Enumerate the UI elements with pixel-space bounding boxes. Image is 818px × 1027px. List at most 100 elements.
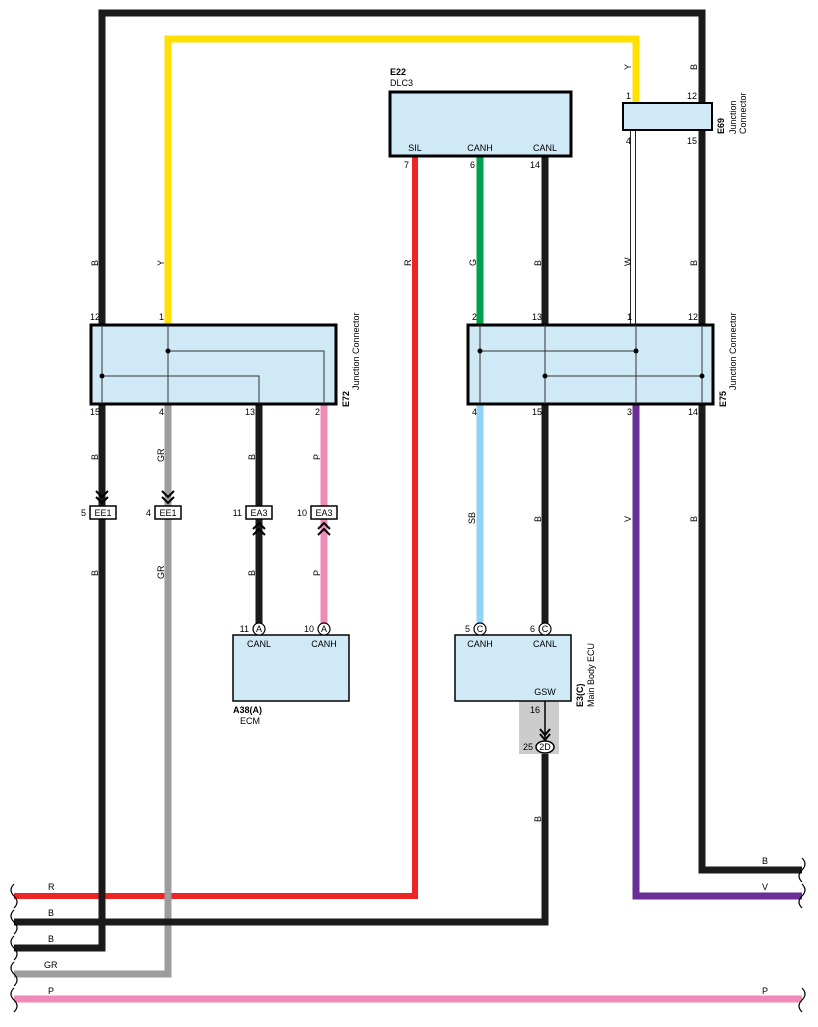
inline-connector-ee1-5: EE1 5 <box>81 490 117 520</box>
bus-label: GR <box>44 960 58 970</box>
wire-label: G <box>468 259 478 266</box>
inline-connector-ea3-10: EA3 10 <box>297 505 338 536</box>
wire-y-top <box>164 35 640 325</box>
e75-pin-1: 1 <box>627 312 632 322</box>
wire-b-e72-15 <box>14 404 106 952</box>
e72-pin-13: 13 <box>245 407 255 417</box>
e69-name-2: Connector <box>738 92 748 134</box>
e69-pin-12: 12 <box>687 91 697 101</box>
ecu-pin-16: 16 <box>530 705 540 715</box>
ecu-name: Main Body ECU <box>586 643 596 707</box>
bus-label: P <box>48 986 54 996</box>
bus-label: V <box>762 882 768 892</box>
junction-pin-25: 25 <box>523 742 533 752</box>
e75-code: E75 <box>718 391 728 407</box>
inline-pin: 4 <box>146 508 151 518</box>
ecm-pin-10: 10 <box>304 624 314 634</box>
wire-label: B <box>247 570 257 576</box>
wire-label: SB <box>467 512 477 524</box>
left-bus-edge: R B B GR P <box>10 882 58 1013</box>
wire-label: B <box>247 454 257 460</box>
wire-label: B <box>90 260 100 266</box>
wire-b-e75-14 <box>698 404 802 874</box>
dlc3-pin-6: 6 <box>470 160 475 170</box>
e72-pin-1: 1 <box>159 312 164 322</box>
e69-connector: 1 12 4 15 E69 Junction Connector <box>622 91 748 146</box>
wire-gr-e72-4 <box>14 404 172 978</box>
wire-label: Y <box>156 260 166 266</box>
e75-pin-14: 14 <box>688 407 698 417</box>
wire-v-e75-3 <box>632 404 802 900</box>
wire-label: B <box>533 260 543 266</box>
e72-pin-2: 2 <box>315 407 320 417</box>
dlc3-connector: E22 DLC3 SIL CANH CANL 7 6 14 <box>388 67 573 170</box>
inline-code: EA3 <box>315 508 332 518</box>
main-body-ecu-component: C 5 C 6 CANH CANL GSW 16 2D 25 E3(C) Mai… <box>454 622 596 754</box>
e75-pin-12: 12 <box>688 312 698 322</box>
e69-pin-1: 1 <box>626 91 631 101</box>
e75-pin-3: 3 <box>627 407 632 417</box>
dlc3-code: E22 <box>390 67 406 77</box>
ecu-conn-c: C <box>477 624 484 634</box>
ecm-name: ECM <box>240 716 260 726</box>
ecu-pin-5: 5 <box>465 624 470 634</box>
e69-pin-15: 15 <box>687 136 697 146</box>
wire-label: B <box>533 816 543 822</box>
wire-label: R <box>403 259 413 266</box>
inline-code: EA3 <box>250 508 267 518</box>
ecm-component: A 11 A 10 CANL CANH A38(A) ECM <box>232 622 350 726</box>
wire-label: B <box>90 570 100 576</box>
dlc3-name: DLC3 <box>390 78 413 88</box>
inline-pin: 11 <box>233 508 242 518</box>
inline-pin: 10 <box>297 508 307 518</box>
ecm-canh-label: CANH <box>311 639 337 649</box>
wire-labels-middle: B GR B P SB B V B B GR B P B <box>90 448 699 822</box>
bus-label: B <box>762 856 768 866</box>
e69-name-1: Junction <box>728 100 738 134</box>
wire-label: V <box>623 516 633 522</box>
dlc3-pin-14: 14 <box>530 160 540 170</box>
wire-label: B <box>689 260 699 266</box>
e69-pin-4: 4 <box>626 136 631 146</box>
bus-label: R <box>48 882 55 892</box>
e75-pin-4: 4 <box>472 407 477 417</box>
wire-label: Y <box>623 64 633 70</box>
e72-connector: 12 1 15 4 13 2 E72 Junction Connector <box>89 312 361 417</box>
ecu-pin-6: 6 <box>530 624 535 634</box>
ecm-canl-label: CANL <box>247 639 271 649</box>
wire-label: P <box>312 570 322 576</box>
e75-pin-2: 2 <box>472 312 477 322</box>
wire-b-gsw <box>14 754 549 926</box>
e75-pin-15: 15 <box>532 407 542 417</box>
e72-pin-12: 12 <box>90 312 100 322</box>
e72-pin-4: 4 <box>159 407 164 417</box>
wire-label: B <box>533 516 543 522</box>
e75-connector: 2 13 1 12 4 15 3 14 E75 Junction Connect… <box>466 312 738 417</box>
e72-code: E72 <box>341 391 351 407</box>
wire-labels-upper: B Y R G B W B Y B <box>90 64 699 266</box>
ecm-pin-11: 11 <box>240 624 249 634</box>
right-bus-edge: B V P <box>762 856 806 1013</box>
wire-b-top-loop <box>98 9 706 325</box>
e75-name: Junction Connector <box>728 312 738 390</box>
wire-r-sil <box>14 156 418 899</box>
e72-pin-15: 15 <box>90 407 100 417</box>
ecu-gsw-label: GSW <box>534 687 556 697</box>
ecu-canh-label: CANH <box>467 639 493 649</box>
ecm-code: A38(A) <box>233 705 262 715</box>
wire-label: GR <box>156 448 166 462</box>
wire-label: P <box>312 454 322 460</box>
dlc3-canh-label: CANH <box>467 143 493 153</box>
ecu-code: E3(C) <box>575 683 585 707</box>
e75-pin-13: 13 <box>532 312 542 322</box>
inline-pin: 5 <box>81 508 86 518</box>
dlc3-sil-label: SIL <box>408 143 422 153</box>
wire-label: B <box>689 64 699 70</box>
e72-name: Junction Connector <box>351 312 361 390</box>
wire-label: B <box>689 516 699 522</box>
ecm-conn-a: A <box>256 624 262 634</box>
wire-label: GR <box>156 565 166 579</box>
junction-code-2d: 2D <box>539 742 551 752</box>
dlc3-pin-7: 7 <box>404 160 409 170</box>
